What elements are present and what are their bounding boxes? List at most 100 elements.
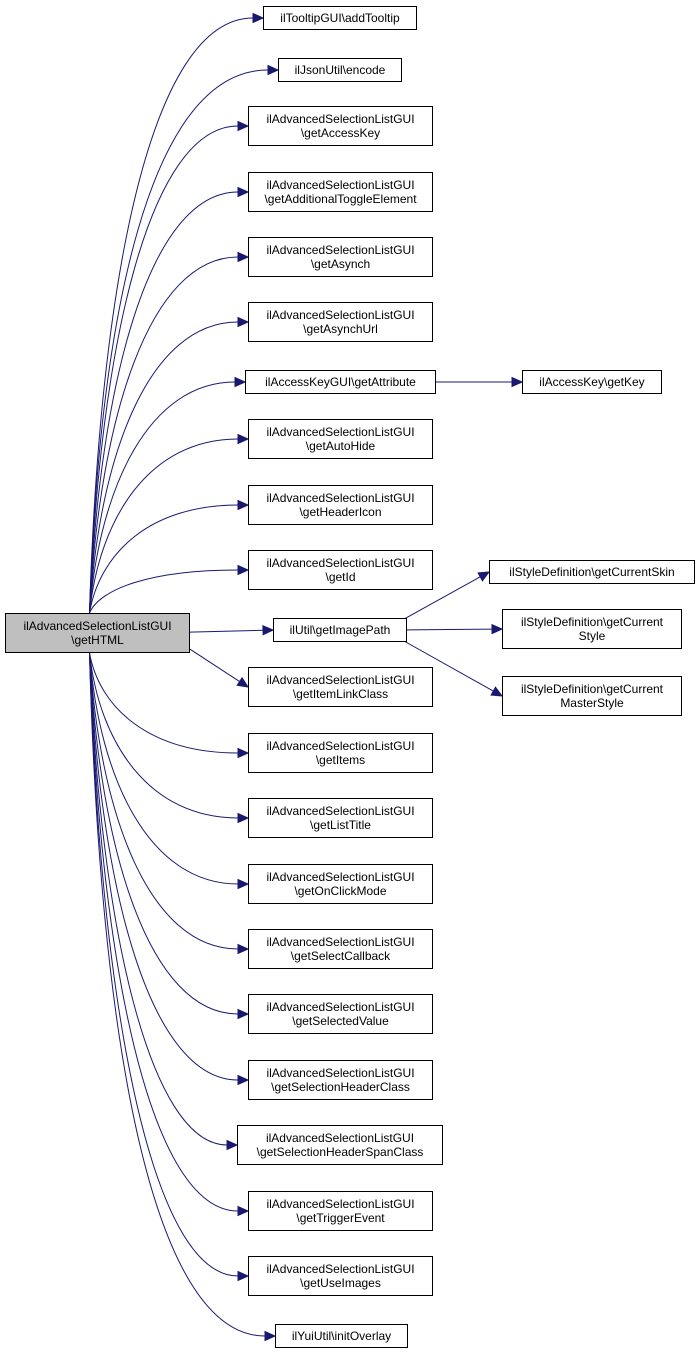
node-label-line1: ilTooltipGUI\addTooltip (280, 11, 400, 25)
node-label-line1: ilAdvancedSelectionListGUI (23, 619, 172, 633)
edge-root-to-callee (89, 186, 250, 614)
node-label-line1: ilAdvancedSelectionListGUI (266, 870, 415, 884)
callee-node[interactable]: ilAdvancedSelectionListGUI\getSelectedVa… (248, 994, 433, 1034)
edge-root-to-callee (89, 12, 265, 614)
node-label-line2: \getId (325, 570, 356, 584)
edge-callee-to-secondary (394, 623, 504, 635)
node-label-line1: ilAdvancedSelectionListGUI (266, 1197, 415, 1211)
node-label-line2: \getSelectCallback (290, 949, 391, 963)
edge-root-to-callee (89, 499, 250, 614)
edge-callee-to-secondary (424, 376, 524, 388)
edge-root-to-callee (189, 624, 275, 636)
edge-root-to-callee (89, 652, 239, 1151)
callee-node[interactable]: ilAdvancedSelectionListGUI\getAsynch (248, 237, 433, 277)
secondary-callee-node[interactable]: ilAccessKey\getKey (522, 370, 662, 394)
edge-root-to-callee (89, 120, 250, 614)
callee-node[interactable]: ilAdvancedSelectionListGUI\getTriggerEve… (248, 1191, 433, 1231)
edge-root-to-callee (89, 316, 250, 614)
callee-node[interactable]: ilAdvancedSelectionListGUI\getUseImages (248, 1256, 433, 1296)
node-label-line1: ilStyleDefinition\getCurrent (520, 682, 664, 696)
callee-node[interactable]: ilAdvancedSelectionListGUI\getAdditional… (248, 172, 433, 212)
callee-node[interactable]: ilAdvancedSelectionListGUI\getOnClickMod… (248, 864, 433, 904)
edge-root-to-callee (89, 652, 250, 955)
node-label-line1: ilAdvancedSelectionListGUI (266, 425, 415, 439)
node-label-line1: ilAdvancedSelectionListGUI (266, 673, 415, 687)
node-label-line1: ilAdvancedSelectionListGUI (266, 1262, 415, 1276)
callee-node[interactable]: ilAdvancedSelectionListGUI\getItems (248, 733, 433, 773)
node-label-line2: \getHeaderIcon (299, 505, 382, 519)
callee-node[interactable]: ilYuiUtil\initOverlay (275, 1324, 408, 1348)
node-label-line2: \getUseImages (300, 1276, 381, 1290)
callee-node[interactable]: ilAdvancedSelectionListGUI\getAsynchUrl (248, 302, 433, 342)
node-label-line2: \getHTML (71, 633, 124, 647)
edge-callee-to-secondary (394, 635, 504, 697)
callee-node[interactable]: ilAdvancedSelectionListGUI\getSelectionH… (237, 1125, 443, 1165)
node-label-line2: Style (578, 629, 606, 643)
node-label-line1: ilAdvancedSelectionListGUI (266, 804, 415, 818)
callee-node[interactable]: ilUtil\getImagePath (273, 618, 407, 642)
callee-node[interactable]: ilJsonUtil\encode (278, 58, 402, 82)
node-label-line2: \getAdditionalToggleElement (264, 192, 417, 206)
callee-node[interactable]: ilAdvancedSelectionListGUI\getHeaderIcon (248, 485, 433, 525)
edge-root-to-callee (89, 652, 277, 1342)
root-node: ilAdvancedSelectionListGUI\getHTML (5, 613, 190, 653)
node-label-line1: ilAdvancedSelectionListGUI (266, 178, 415, 192)
node-label-line2: \getAsynch (310, 257, 371, 271)
node-label-line2: \getListTitle (310, 818, 371, 832)
node-label-line1: ilAdvancedSelectionListGUI (266, 1000, 415, 1014)
node-label-line2: \getTriggerEvent (296, 1211, 385, 1225)
callee-node[interactable]: ilAdvancedSelectionListGUI\getId (248, 550, 433, 590)
node-label-line1: ilStyleDefinition\getCurrent (520, 615, 664, 629)
edge-root-to-callee (89, 652, 250, 890)
node-label-line2: \getSelectedValue (292, 1014, 389, 1028)
edge-root-to-callee (89, 652, 250, 1086)
callee-node[interactable]: ilAccessKeyGUI\getAttribute (245, 370, 436, 394)
edge-callee-to-secondary (394, 571, 491, 625)
callee-node[interactable]: ilAdvancedSelectionListGUI\getListTitle (248, 798, 433, 838)
callee-node[interactable]: ilAdvancedSelectionListGUI\getAccessKey (248, 106, 433, 146)
node-label-line1: ilAdvancedSelectionListGUI (266, 1066, 415, 1080)
callee-node[interactable]: ilAdvancedSelectionListGUI\getItemLinkCl… (248, 667, 433, 707)
node-label-line2: \getSelectionHeaderSpanClass (256, 1145, 424, 1159)
edge-root-to-callee (89, 652, 250, 1282)
edge-root-to-callee (89, 433, 250, 614)
node-label-line2: \getAutoHide (305, 439, 376, 453)
node-label-line2: \getItems (315, 753, 366, 767)
node-label-line1: ilAdvancedSelectionListGUI (266, 556, 415, 570)
edge-root-to-callee (89, 564, 250, 614)
node-label-line2: \getSelectionHeaderClass (271, 1080, 410, 1094)
edge-root-to-callee (89, 652, 250, 824)
node-label-line1: ilJsonUtil\encode (294, 63, 386, 77)
node-label-line2: \getAsynchUrl (303, 322, 378, 336)
node-label-line1: ilAdvancedSelectionListGUI (266, 935, 415, 949)
callee-node[interactable]: ilTooltipGUI\addTooltip (263, 6, 417, 30)
node-label-line1: ilAdvancedSelectionListGUI (266, 491, 415, 505)
edge-root-to-callee (89, 376, 247, 614)
node-label-line2: \getItemLinkClass (292, 687, 389, 701)
node-label-line1: ilStyleDefinition\getCurrentSkin (509, 565, 675, 579)
edge-root-to-callee (89, 652, 250, 1020)
edge-root-to-callee (89, 251, 250, 614)
callee-node[interactable]: ilAdvancedSelectionListGUI\getSelectCall… (248, 929, 433, 969)
edge-root-to-callee (89, 64, 280, 614)
edge-root-to-callee (189, 648, 250, 688)
node-label-line1: ilAdvancedSelectionListGUI (266, 112, 415, 126)
edge-root-to-callee (89, 652, 250, 759)
node-label-line1: ilUtil\getImagePath (289, 623, 391, 637)
secondary-callee-node[interactable]: ilStyleDefinition\getCurrentSkin (489, 560, 695, 584)
callee-node[interactable]: ilAdvancedSelectionListGUI\getSelectionH… (248, 1060, 433, 1100)
node-label-line2: \getAccessKey (300, 126, 381, 140)
callee-node[interactable]: ilAdvancedSelectionListGUI\getAutoHide (248, 419, 433, 459)
node-label-line2: \getOnClickMode (294, 884, 387, 898)
edge-root-to-callee (89, 652, 250, 1217)
node-label-line1: ilAdvancedSelectionListGUI (266, 739, 415, 753)
node-label-line1: ilAdvancedSelectionListGUI (265, 1131, 415, 1145)
node-label-line1: ilAdvancedSelectionListGUI (266, 243, 415, 257)
node-label-line1: ilAccessKeyGUI\getAttribute (265, 375, 416, 389)
node-label-line1: ilYuiUtil\initOverlay (291, 1329, 392, 1343)
node-label-line1: ilAccessKey\getKey (539, 375, 645, 389)
